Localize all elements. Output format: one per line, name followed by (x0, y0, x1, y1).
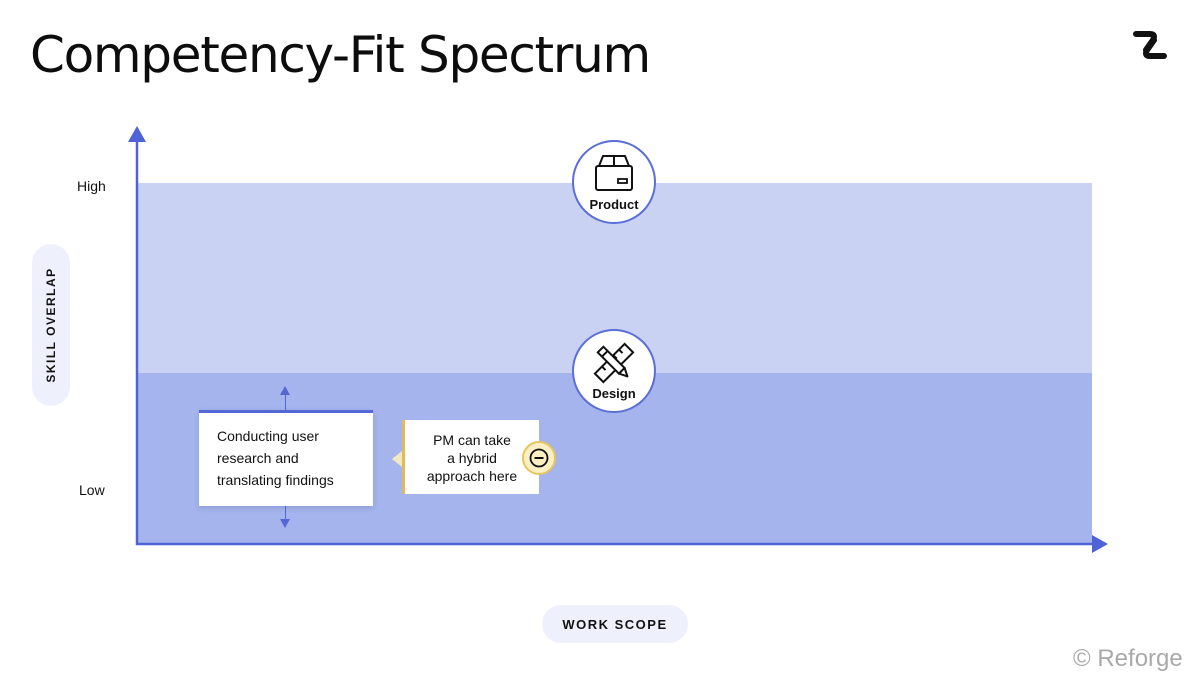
product-label: Product (589, 197, 639, 212)
card-line: translating findings (217, 472, 334, 488)
y-tick-low: Low (79, 482, 105, 498)
box-icon (595, 155, 633, 191)
hybrid-approach-callout: PM can take a hybrid approach here (402, 420, 539, 494)
range-line-bottom (285, 506, 286, 520)
product-node: Product (572, 140, 656, 224)
callout-line: approach here (426, 468, 518, 484)
callout-pointer (392, 451, 402, 467)
x-axis-label: WORK SCOPE (542, 605, 688, 643)
range-arrow-up (280, 386, 290, 395)
y-axis-arrow (128, 126, 146, 142)
y-axis-label-pill (32, 244, 70, 406)
range-arrow-down (280, 519, 290, 528)
callout-line: PM can take (433, 432, 511, 448)
minus-circle-icon (522, 441, 556, 475)
reforge-logo (1133, 31, 1167, 59)
copyright: © Reforge (1073, 645, 1183, 672)
y-tick-high: High (77, 178, 106, 194)
design-label: Design (592, 386, 636, 401)
ruler-pencil-icon (593, 342, 635, 384)
card-line: research and (217, 450, 299, 466)
page-title: Competency-Fit Spectrum (30, 26, 651, 84)
callout-line: a hybrid (447, 450, 497, 466)
range-line-top (285, 394, 286, 410)
card-line: Conducting user (217, 428, 319, 444)
design-node: Design (572, 329, 656, 413)
x-axis-arrow (1092, 535, 1108, 553)
user-research-card: Conducting user research and translating… (199, 410, 373, 506)
y-axis-label: SKILL OVERLAP (44, 267, 58, 383)
